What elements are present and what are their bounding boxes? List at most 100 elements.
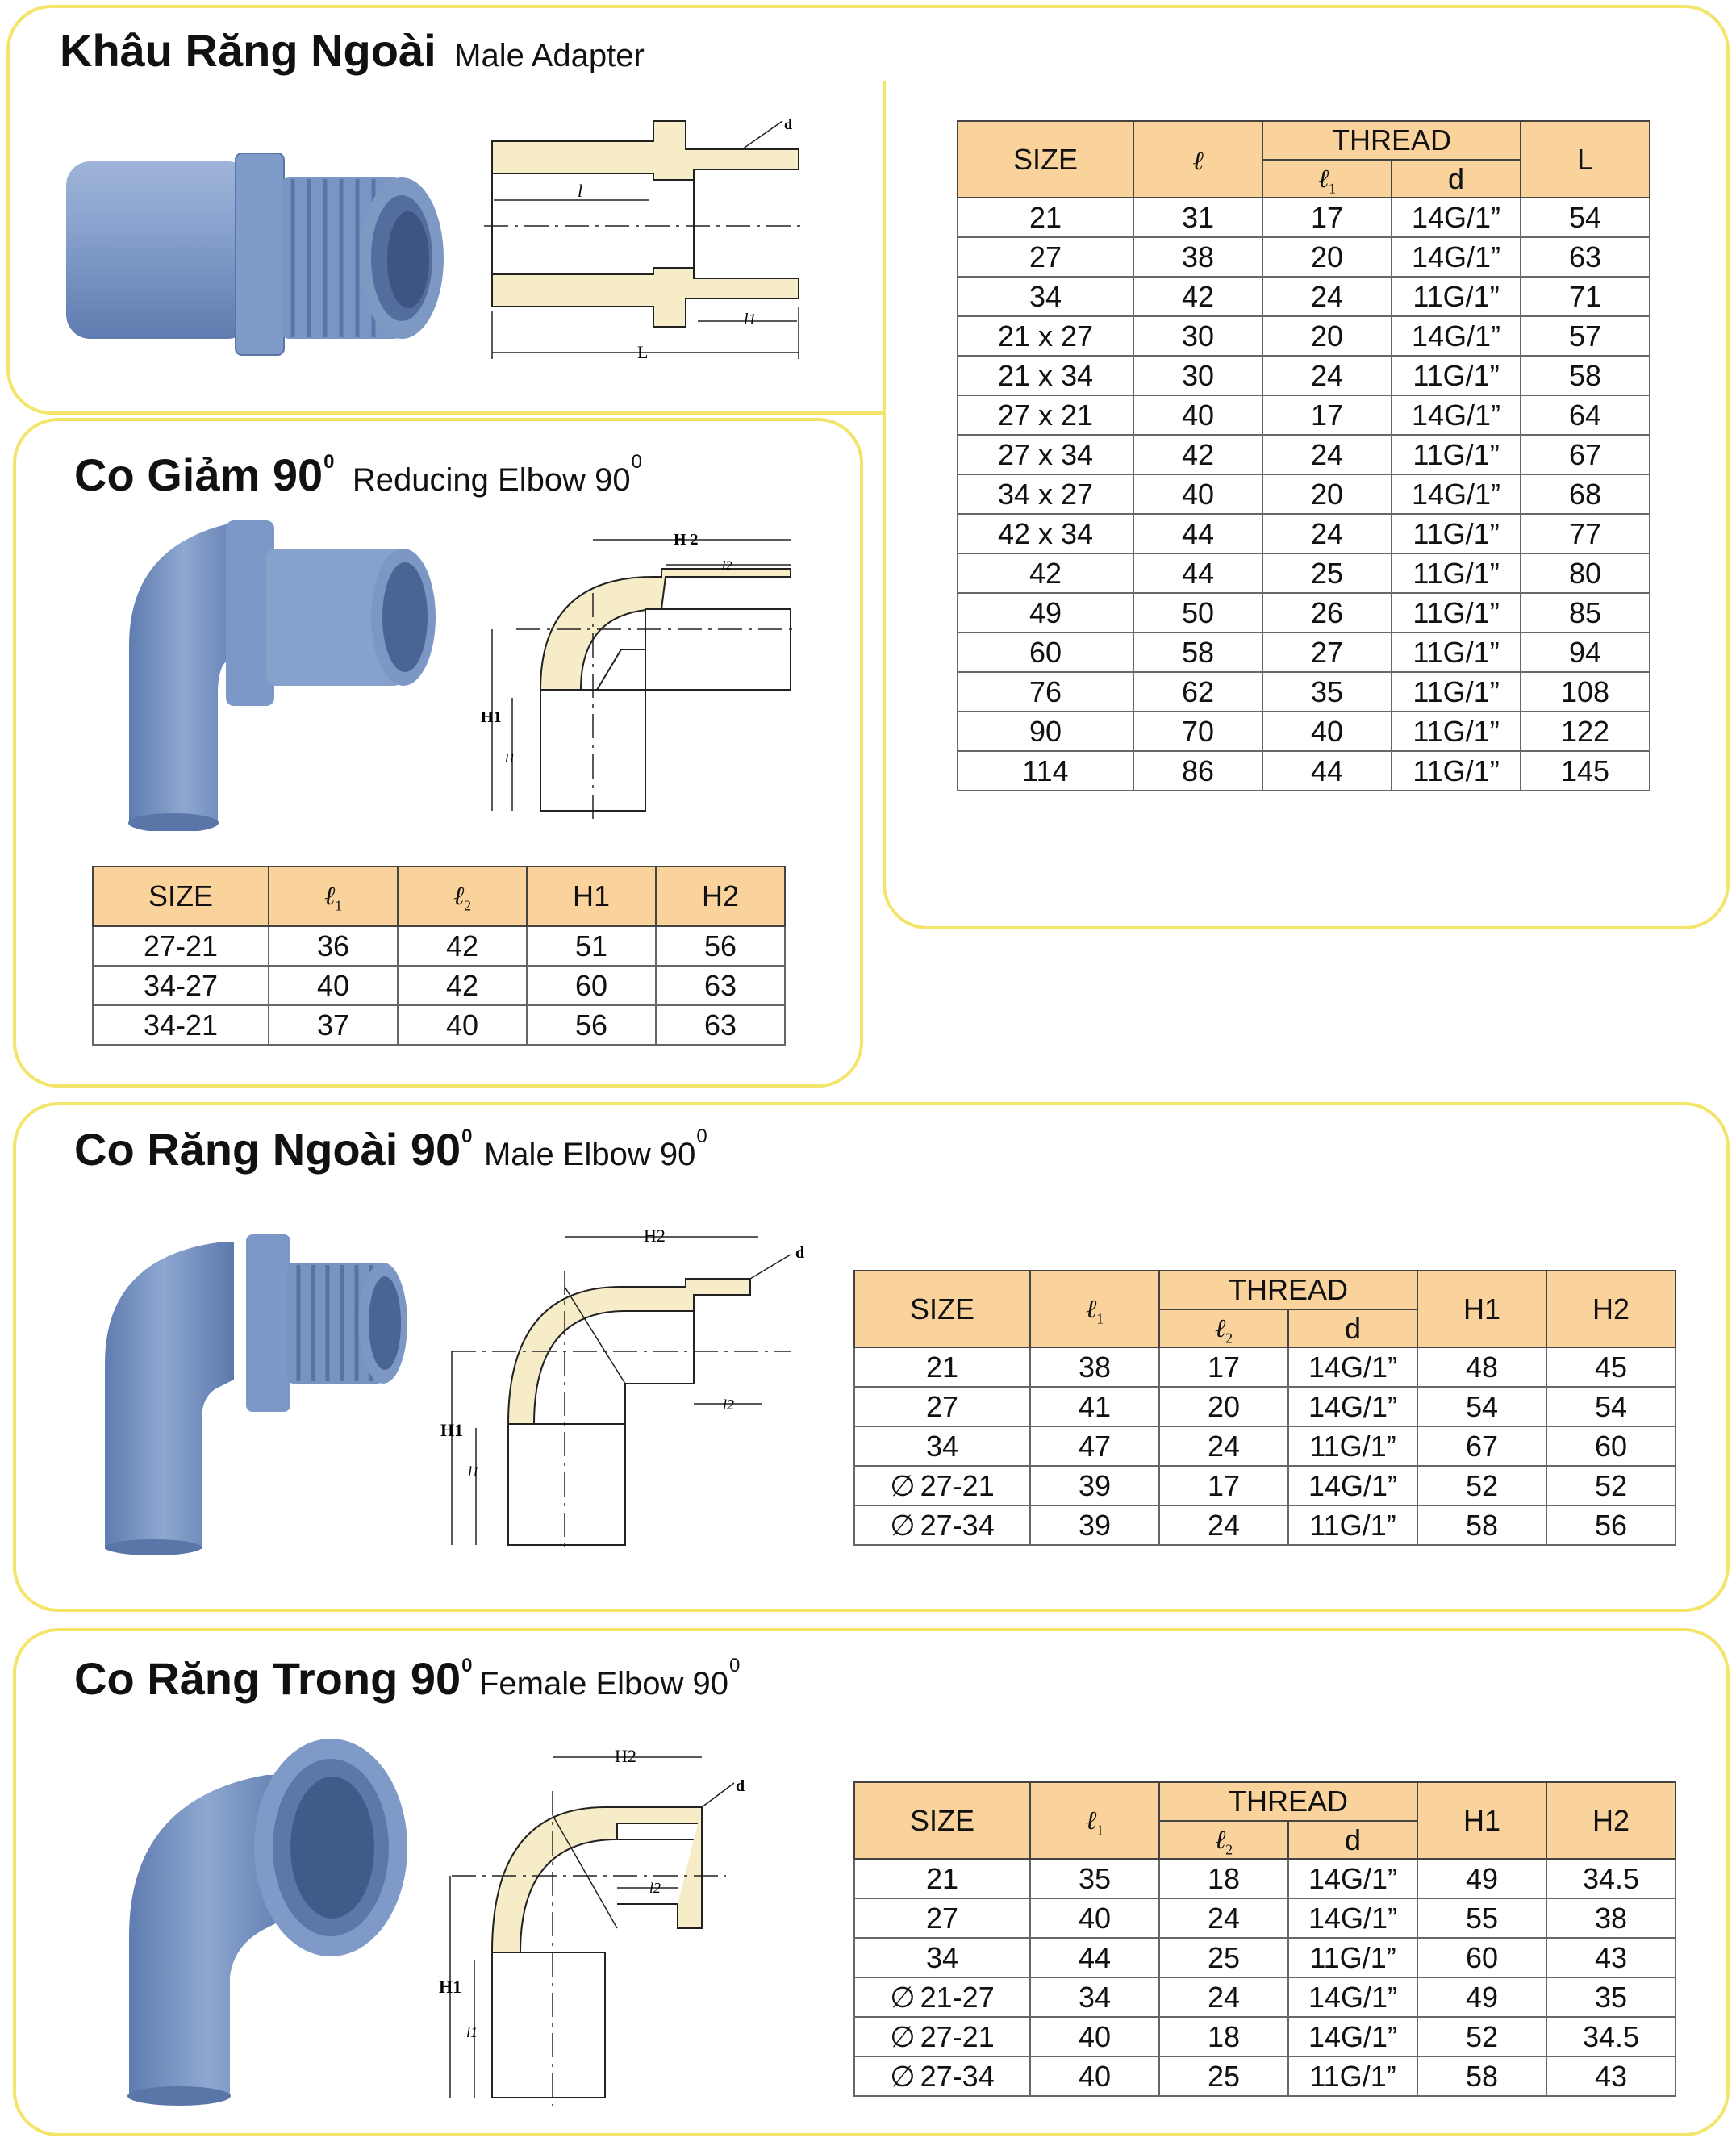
- l1-cell: 20: [1262, 315, 1392, 357]
- male-elbow-col-size: SIZE: [853, 1269, 1031, 1349]
- l2-cell: 42: [397, 965, 528, 1006]
- size-cell: 21: [957, 197, 1134, 239]
- L-cell: 68: [1520, 474, 1651, 516]
- h1-cell: 49: [1417, 1858, 1548, 1900]
- l-cell: 30: [1133, 315, 1263, 357]
- l-cell: 70: [1133, 711, 1263, 753]
- size-cell: 34 x 27: [957, 474, 1134, 516]
- male-adapter-col-l: ℓ: [1133, 119, 1263, 199]
- size-cell: ∅27-34: [853, 1505, 1031, 1547]
- L-cell: 85: [1520, 592, 1651, 634]
- l1-cell: 24: [1262, 513, 1392, 555]
- female-elbow-col-l1: ℓ1: [1029, 1781, 1160, 1860]
- h2-cell: 56: [1546, 1505, 1677, 1547]
- h1-cell: 60: [1417, 1937, 1548, 1979]
- male-adapter-drawing-d: d: [784, 116, 792, 132]
- size-cell: 27: [853, 1386, 1031, 1428]
- L-cell: 77: [1520, 513, 1651, 555]
- d-cell: 11G/1”: [1390, 592, 1522, 634]
- d-cell: 14G/1”: [1287, 1347, 1419, 1388]
- L-cell: 71: [1520, 276, 1651, 318]
- l2-cell: 18: [1158, 1858, 1289, 1900]
- l1-cell: 34: [1029, 1977, 1160, 2019]
- l1-cell: 24: [1262, 276, 1392, 318]
- d-cell: 11G/1”: [1390, 553, 1522, 595]
- l2-cell: 17: [1158, 1347, 1289, 1388]
- male-elbow-col-h2: H2: [1546, 1269, 1677, 1349]
- l2-cell: 24: [1158, 1426, 1289, 1468]
- size-cell: 34: [853, 1937, 1031, 1979]
- reducing-elbow-drawing-l2: l2: [722, 559, 732, 573]
- L-cell: 64: [1520, 395, 1651, 436]
- l1-cell: 20: [1262, 474, 1392, 516]
- d-cell: 14G/1”: [1390, 236, 1522, 278]
- male-elbow-photo: [105, 1234, 407, 1555]
- l2-cell: 25: [1158, 1937, 1289, 1979]
- l-cell: 30: [1133, 355, 1263, 397]
- l1-cell: 36: [268, 925, 399, 967]
- female-elbow-drawing-l1: l1: [466, 2024, 478, 2040]
- h2-cell: 34.5: [1546, 2016, 1677, 2058]
- size-cell: 34-27: [92, 965, 269, 1006]
- male-elbow-drawing-d: d: [795, 1244, 804, 1262]
- reducing-elbow-drawing: H 2 l2 H1 l1: [481, 531, 799, 819]
- male-elbow-drawing-h1: H1: [440, 1420, 463, 1440]
- l2-cell: 17: [1158, 1465, 1289, 1507]
- h1-cell: 51: [526, 925, 657, 967]
- h1-cell: 58: [1417, 2056, 1548, 2098]
- l1-cell: 35: [1262, 671, 1392, 713]
- male-elbow-title-en: Male Elbow 90: [483, 1137, 696, 1172]
- male-elbow-title-vn: Co Răng Ngoài 90: [74, 1124, 461, 1175]
- l1-cell: 37: [268, 1004, 399, 1046]
- l1-cell: 44: [1029, 1937, 1160, 1979]
- female-elbow-col-thread: THREAD: [1158, 1781, 1419, 1822]
- L-cell: 58: [1520, 355, 1651, 397]
- l2-cell: 40: [397, 1004, 528, 1046]
- size-cell: 34: [853, 1426, 1031, 1468]
- female-elbow-drawing: H2 d l2 H1 l1: [439, 1746, 745, 2106]
- size-cell: 90: [957, 711, 1134, 753]
- reducing-elbow-col-l1: ℓ1: [268, 866, 399, 927]
- L-cell: 80: [1520, 553, 1651, 595]
- male-adapter-col-size: SIZE: [957, 119, 1134, 199]
- l2-cell: 25: [1158, 2056, 1289, 2098]
- female-elbow-col-l2: ℓ2: [1158, 1819, 1289, 1860]
- L-cell: 145: [1520, 750, 1651, 792]
- h2-cell: 35: [1546, 1977, 1677, 2019]
- l1-cell: 26: [1262, 592, 1392, 634]
- d-cell: 11G/1”: [1287, 1426, 1419, 1468]
- l-cell: 44: [1133, 553, 1263, 595]
- h2-cell: 43: [1546, 2056, 1677, 2098]
- diameter-icon: ∅: [890, 1469, 916, 1503]
- size-cell: 27 x 34: [957, 434, 1134, 476]
- d-cell: 11G/1”: [1390, 513, 1522, 555]
- L-cell: 94: [1520, 632, 1651, 674]
- size-cell: 76: [957, 671, 1134, 713]
- l1-cell: 44: [1262, 750, 1392, 792]
- male-elbow-col-d: d: [1287, 1308, 1419, 1349]
- diameter-icon: ∅: [890, 2020, 916, 2054]
- l2-cell: 18: [1158, 2016, 1289, 2058]
- male-adapter-drawing-L: L: [637, 342, 648, 362]
- reducing-elbow-photo: [128, 520, 436, 831]
- d-cell: 14G/1”: [1390, 395, 1522, 436]
- h1-cell: 58: [1417, 1505, 1548, 1547]
- female-elbow-title: Co Răng Trong 900 Female Elbow 900: [74, 1653, 741, 1704]
- l2-cell: 24: [1158, 1977, 1289, 2019]
- reducing-elbow-drawing-h1: H1: [481, 708, 502, 726]
- size-cell: 21: [853, 1347, 1031, 1388]
- size-cell: 27: [853, 1898, 1031, 1939]
- l1-cell: 47: [1029, 1426, 1160, 1468]
- l1-cell: 17: [1262, 197, 1392, 239]
- l-cell: 40: [1133, 474, 1263, 516]
- d-cell: 14G/1”: [1287, 1858, 1419, 1900]
